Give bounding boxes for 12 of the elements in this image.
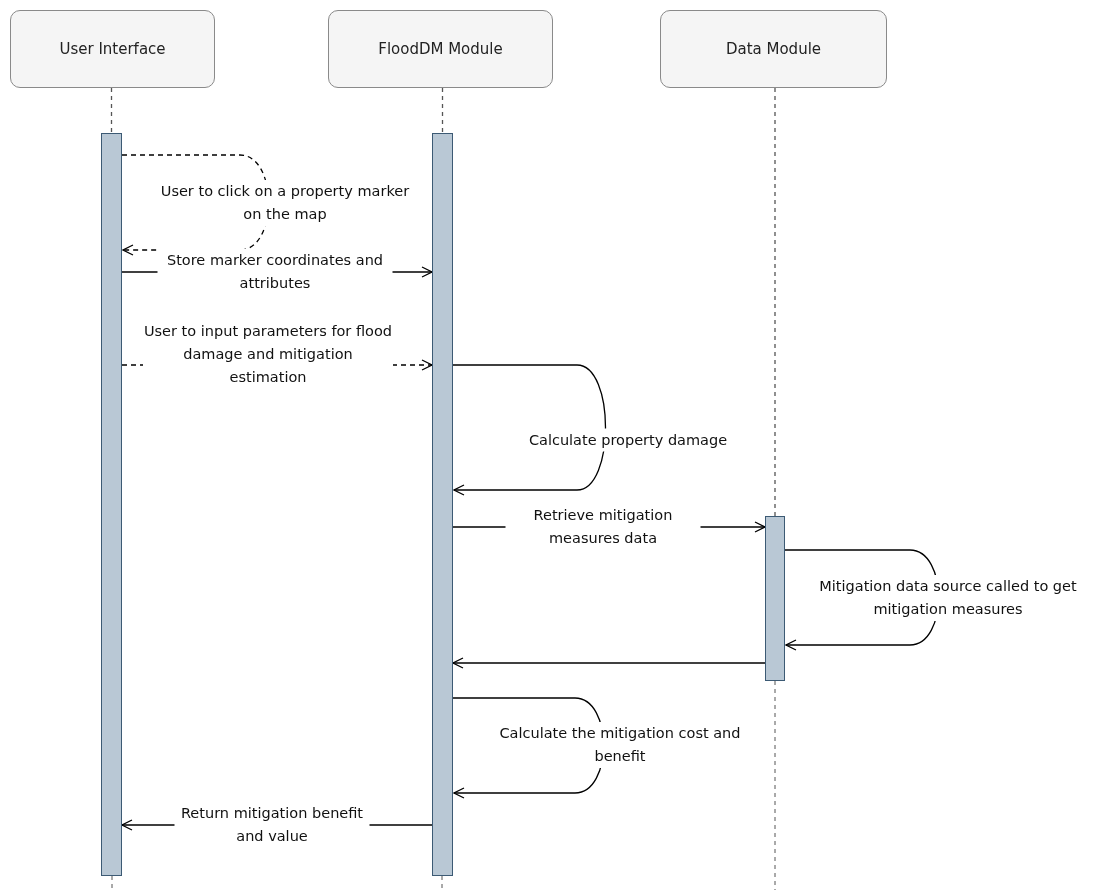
activation-bar bbox=[432, 133, 453, 876]
message-arrow bbox=[452, 657, 766, 669]
participant-box: FloodDM Module bbox=[328, 10, 553, 88]
edge-label: Calculate property damage bbox=[528, 428, 728, 452]
lifeline bbox=[441, 87, 444, 134]
activation-bar bbox=[765, 516, 785, 681]
self-message-arrow bbox=[452, 364, 607, 496]
lifeline bbox=[110, 87, 113, 134]
activation-bar bbox=[101, 133, 122, 876]
participant-box: Data Module bbox=[660, 10, 887, 88]
lifeline bbox=[774, 87, 776, 517]
participant-box: User Interface bbox=[10, 10, 215, 88]
